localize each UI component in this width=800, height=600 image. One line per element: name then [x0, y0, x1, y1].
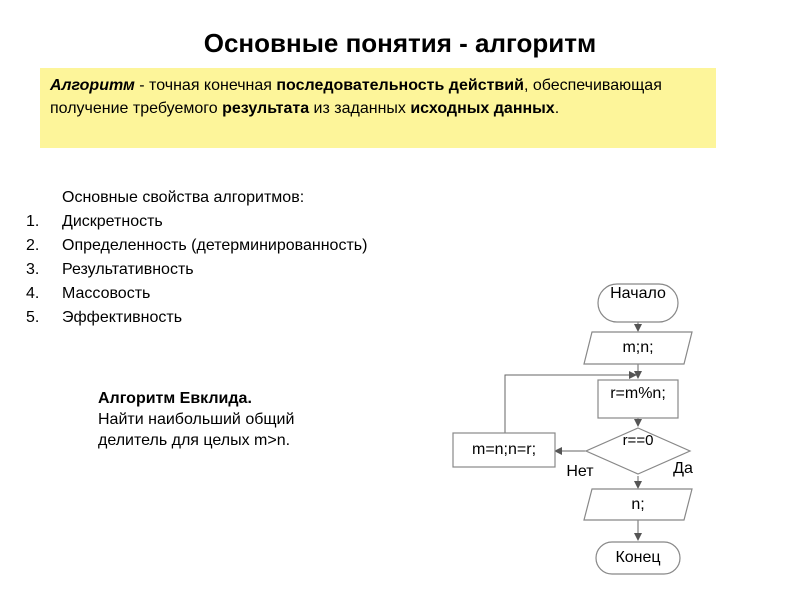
flow-loop-arrow — [504, 371, 637, 433]
definition-text-2: , обеспечивающая получение требуемого — [50, 77, 662, 117]
flow-assign-node — [452, 432, 556, 468]
euclid-title: Алгоритм Евклида. — [98, 390, 252, 407]
property-item: 5. Эффективность — [26, 306, 367, 330]
flow-start-node — [597, 283, 679, 323]
property-number: 5. — [26, 309, 40, 326]
flow-assign-label: m=n;n=r; — [471, 441, 537, 458]
definition-key-3: исходных данных — [410, 100, 555, 117]
definition-text-3: из заданных — [309, 100, 411, 117]
property-number: 2. — [26, 237, 40, 254]
euclid-line-1: Найти наибольший общий — [98, 411, 295, 428]
property-label: Дискретность — [62, 213, 163, 230]
euclid-task: Алгоритм Евклида. Найти наибольший общий… — [98, 388, 294, 451]
property-label: Эффективность — [62, 309, 183, 326]
flow-start-label: Начало — [610, 285, 666, 302]
flow-yes-label: Да — [673, 460, 693, 477]
definition-box: Алгоритм - точная конечная последователь… — [40, 68, 716, 148]
properties-list: 1. Дискретность 2. Определенность (детерми… — [26, 210, 403, 330]
property-label: Массовость — [62, 285, 151, 302]
definition-text-1: - точная конечная — [134, 77, 277, 94]
definition-key-2: результата — [222, 100, 310, 117]
flow-compute-label: r=m%n; — [610, 385, 666, 402]
property-number: 1. — [26, 213, 40, 230]
property-item: 4. Массовость — [26, 282, 367, 306]
property-label: Определенность (детерминированность) — [62, 237, 368, 254]
flow-condition-node — [584, 427, 692, 475]
flow-output-node — [583, 488, 693, 521]
flow-end-node — [595, 541, 681, 575]
property-item: 1. Дискретность — [26, 210, 367, 234]
definition-term: Алгоритм — [50, 77, 135, 94]
definition-key-1: последовательность действий — [276, 77, 524, 94]
flow-compute-node — [597, 379, 679, 419]
property-item: 2. Определенность (детерминированность) — [26, 234, 367, 258]
slide-title: Основные понятия - алгоритм — [203, 28, 597, 58]
property-number: 3. — [26, 261, 40, 278]
flow-input-label: m;n; — [622, 339, 654, 356]
flow-condition-label: r==0 — [622, 432, 654, 449]
properties-heading: Основные свойства алгоритмов: — [62, 189, 305, 206]
flow-no-label: Нет — [566, 463, 594, 480]
definition-text-4: . — [554, 100, 560, 117]
property-item: 3. Результативность — [26, 258, 367, 282]
properties-section: Основные свойства алгоритмов: 1. Дискретн… — [26, 186, 403, 330]
property-label: Результативность — [62, 261, 194, 278]
euclid-line-2: делитель для целых m>n. — [98, 432, 291, 449]
property-number: 4. — [26, 285, 40, 302]
flow-end-label: Конец — [615, 549, 661, 566]
flow-output-label: n; — [631, 496, 645, 513]
flow-input-node — [583, 331, 693, 365]
